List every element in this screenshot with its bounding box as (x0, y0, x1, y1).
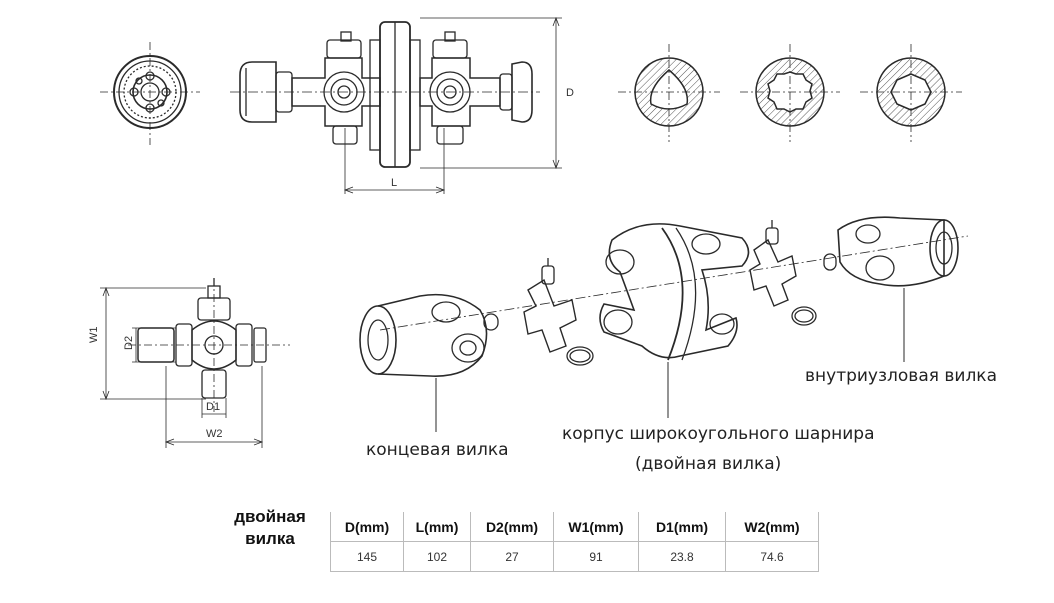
dim-label-d: D (566, 87, 574, 99)
value-d2: 27 (470, 541, 554, 572)
header-w2: W2(mm) (725, 512, 819, 542)
header-d1: D1(mm) (638, 512, 726, 542)
spec-header-row: D(mm) L(mm) D2(mm) W1(mm) D1(mm) W2(mm) (330, 512, 819, 542)
exploded-axis-line (379, 235, 969, 331)
value-d: 145 (330, 541, 404, 572)
callout-housing-line1: корпус широкоугольного шарнира (562, 424, 875, 444)
header-w1: W1(mm) (553, 512, 639, 542)
spec-value-row: 145 102 27 91 23.8 74.6 (330, 541, 819, 572)
value-d1: 23.8 (638, 541, 726, 572)
cross-kit-1-part (523, 258, 594, 366)
header-l: L(mm) (403, 512, 471, 542)
table-title-line1: двойная (234, 507, 306, 526)
value-w2: 74.6 (725, 541, 819, 572)
table-title: двойная вилка (214, 506, 326, 550)
callout-inner-yoke: внутриузловая вилка (805, 366, 997, 386)
value-l: 102 (403, 541, 471, 572)
dim-label-d1: D1 (206, 401, 220, 413)
cross-kit-drawing (100, 278, 290, 448)
dim-label-w2: W2 (206, 428, 223, 440)
side-view-joint (230, 16, 562, 194)
header-d2: D2(mm) (470, 512, 554, 542)
inner-yoke-part (823, 216, 959, 287)
end-yoke-part (359, 293, 499, 377)
profile-triangular-bore (618, 44, 720, 142)
dim-label-w1: W1 (88, 327, 100, 344)
dim-label-l: L (391, 177, 397, 189)
dim-label-d2: D2 (123, 336, 135, 350)
callout-housing-line2: (двойная вилка) (635, 454, 782, 474)
spec-table: D(mm) L(mm) D2(mm) W1(mm) D1(mm) W2(mm) … (330, 512, 819, 572)
cross-kit-2-part (749, 220, 817, 326)
callout-end-yoke: концевая вилка (366, 440, 509, 460)
table-title-line2: вилка (245, 529, 295, 548)
value-w1: 91 (553, 541, 639, 572)
header-d: D(mm) (330, 512, 404, 542)
double-yoke-housing-part (599, 223, 750, 361)
profile-star-bore (860, 44, 962, 142)
end-view-flange (100, 42, 200, 145)
profile-splined-bore (740, 44, 840, 142)
